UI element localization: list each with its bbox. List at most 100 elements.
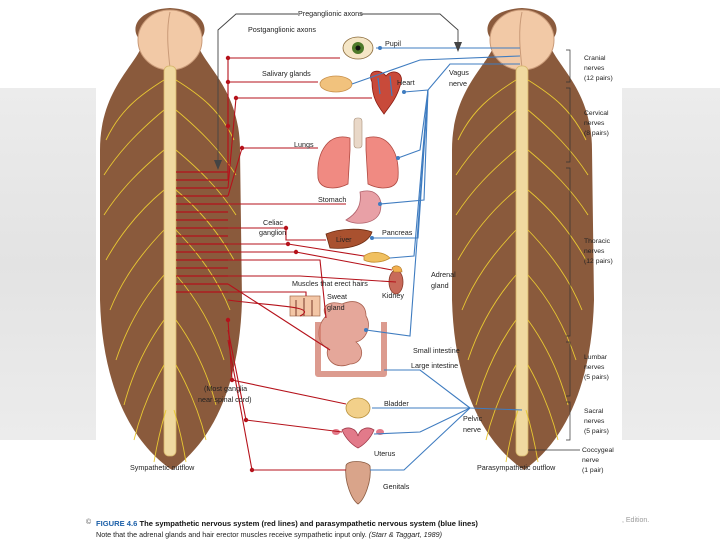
sympathetic-ganglia <box>225 55 299 473</box>
arrowhead-right <box>454 42 462 52</box>
region-cervical-1: Cervical <box>584 110 609 117</box>
left-brain <box>137 9 203 71</box>
region-coccygeal-3: (1 pair) <box>582 467 604 474</box>
region-thoracic-3: (12 pairs) <box>584 258 613 265</box>
sym-to-intestine <box>228 259 327 319</box>
sym-to-hair <box>228 291 307 296</box>
sym-to-large-intestine <box>227 283 331 351</box>
copyright-mark: © <box>86 519 92 526</box>
para-to-salivary <box>351 55 521 85</box>
figure-note: Note that the adrenal glands and hair er… <box>96 530 367 539</box>
adrenal-organ <box>391 265 403 273</box>
stomach-organ <box>345 190 382 224</box>
left-sympathetic-chain <box>176 171 228 293</box>
para-to-pancreas <box>389 89 429 259</box>
right-lung <box>365 136 399 189</box>
right-spinal-cord <box>515 65 529 457</box>
region-sacral-2: nerves <box>584 418 605 425</box>
small-intestine-organ <box>318 301 369 367</box>
eye-pupil <box>355 45 361 51</box>
arrowhead-left <box>214 160 222 170</box>
label-liver: Liver <box>336 235 352 244</box>
para-to-uterus <box>373 407 471 435</box>
figure-number: FIGURE 4.6 <box>96 519 138 528</box>
figure-citation: (Starr & Taggart, 1989) <box>368 530 442 539</box>
skin-section <box>289 295 321 317</box>
bladder-organ <box>345 397 371 419</box>
label-ganglia-1: (Most ganglia <box>204 384 247 393</box>
label-sweat-2: gland <box>327 303 345 312</box>
edition-text: , Edition. <box>622 517 650 524</box>
pancreas-organ <box>363 252 391 263</box>
para-to-genitals <box>370 407 471 471</box>
sym-to-kidney <box>228 275 397 283</box>
sym-to-liver <box>228 227 326 241</box>
figure-title: The sympathetic nervous system (red line… <box>139 519 478 528</box>
region-lumbar-3: (5 pairs) <box>584 374 609 381</box>
label-vagus-1: Vagus <box>449 68 469 77</box>
left-body-figure <box>100 8 242 470</box>
organs <box>289 36 404 505</box>
label-celiac-1: Celiac <box>263 218 283 227</box>
heart-vessels <box>377 75 393 97</box>
label-adrenal-1: Adrenal <box>431 270 456 279</box>
spinal-region-brackets <box>528 49 580 451</box>
spinal-region-labels: Cranial nerves (12 pairs) Cervical nerve… <box>582 55 614 474</box>
uterus-organ <box>341 427 375 449</box>
region-coccygeal-2: nerve <box>582 457 599 464</box>
label-lungs: Lungs <box>294 140 314 149</box>
label-vagus-2: nerve <box>449 79 467 88</box>
right-spinal-nerves <box>455 79 589 463</box>
region-cranial-2: nerves <box>584 65 605 72</box>
right-body-figure <box>452 8 594 470</box>
para-to-lungs <box>397 89 429 159</box>
label-pupil: Pupil <box>385 39 401 48</box>
genitals-organ <box>345 461 371 505</box>
figure-caption: FIGURE 4.6 The sympathetic nervous syste… <box>96 519 656 528</box>
label-salivary: Salivary glands <box>262 69 311 78</box>
axon-key-arrows <box>217 13 459 168</box>
liver-organ <box>325 228 373 249</box>
region-thoracic-1: Thoracic <box>584 238 611 245</box>
label-pelvic-2: nerve <box>463 425 481 434</box>
label-pelvic-1: Pelvic <box>463 414 483 423</box>
preganglionic-arrow-right <box>360 13 459 50</box>
parasympathetic-pathways <box>351 47 523 471</box>
region-cranial-3: (12 pairs) <box>584 75 613 82</box>
region-thoracic-2: nerves <box>584 248 605 255</box>
label-muscles-hair: Muscles that erect hairs <box>292 279 368 288</box>
para-to-large-intestine <box>384 369 471 409</box>
region-cervical-3: (8 pairs) <box>584 130 609 137</box>
label-uterus: Uterus <box>374 449 396 458</box>
sympathetic-pathways <box>227 57 397 471</box>
label-small-intestine: Small intestine <box>413 346 460 355</box>
label-ganglia-2: near spinal cord) <box>198 395 252 404</box>
label-parasympathetic-outflow: Parasympathetic outflow <box>477 463 556 472</box>
left-brain-fissure <box>167 11 171 69</box>
region-lumbar-2: nerves <box>584 364 605 371</box>
region-sacral-1: Sacral <box>584 408 604 415</box>
label-kidney: Kidney <box>382 291 404 300</box>
left-lung <box>317 136 351 189</box>
left-spinal-nerves <box>103 79 237 463</box>
label-pancreas: Pancreas <box>382 228 413 237</box>
para-to-small-intestine <box>365 89 429 337</box>
right-brain <box>489 9 555 71</box>
label-sympathetic-outflow: Sympathetic outflow <box>130 463 195 472</box>
trachea <box>353 117 363 149</box>
figure-note-line: Note that the adrenal glands and hair er… <box>96 530 442 539</box>
large-intestine-organ <box>315 322 387 377</box>
region-lumbar-1: Lumbar <box>584 354 608 361</box>
sym-to-genitals <box>227 339 346 471</box>
label-large-intestine: Large intestine <box>411 361 458 370</box>
left-spinal-cord <box>163 65 177 457</box>
preganglionic-arrow-left <box>217 13 298 168</box>
label-celiac-2: ganglion <box>259 228 286 237</box>
salivary-gland <box>319 75 353 93</box>
region-sacral-3: (5 pairs) <box>584 428 609 435</box>
right-brain-fissure <box>519 11 523 69</box>
para-to-heart <box>403 63 520 93</box>
sym-to-sweat <box>227 299 305 317</box>
label-stomach: Stomach <box>318 195 346 204</box>
